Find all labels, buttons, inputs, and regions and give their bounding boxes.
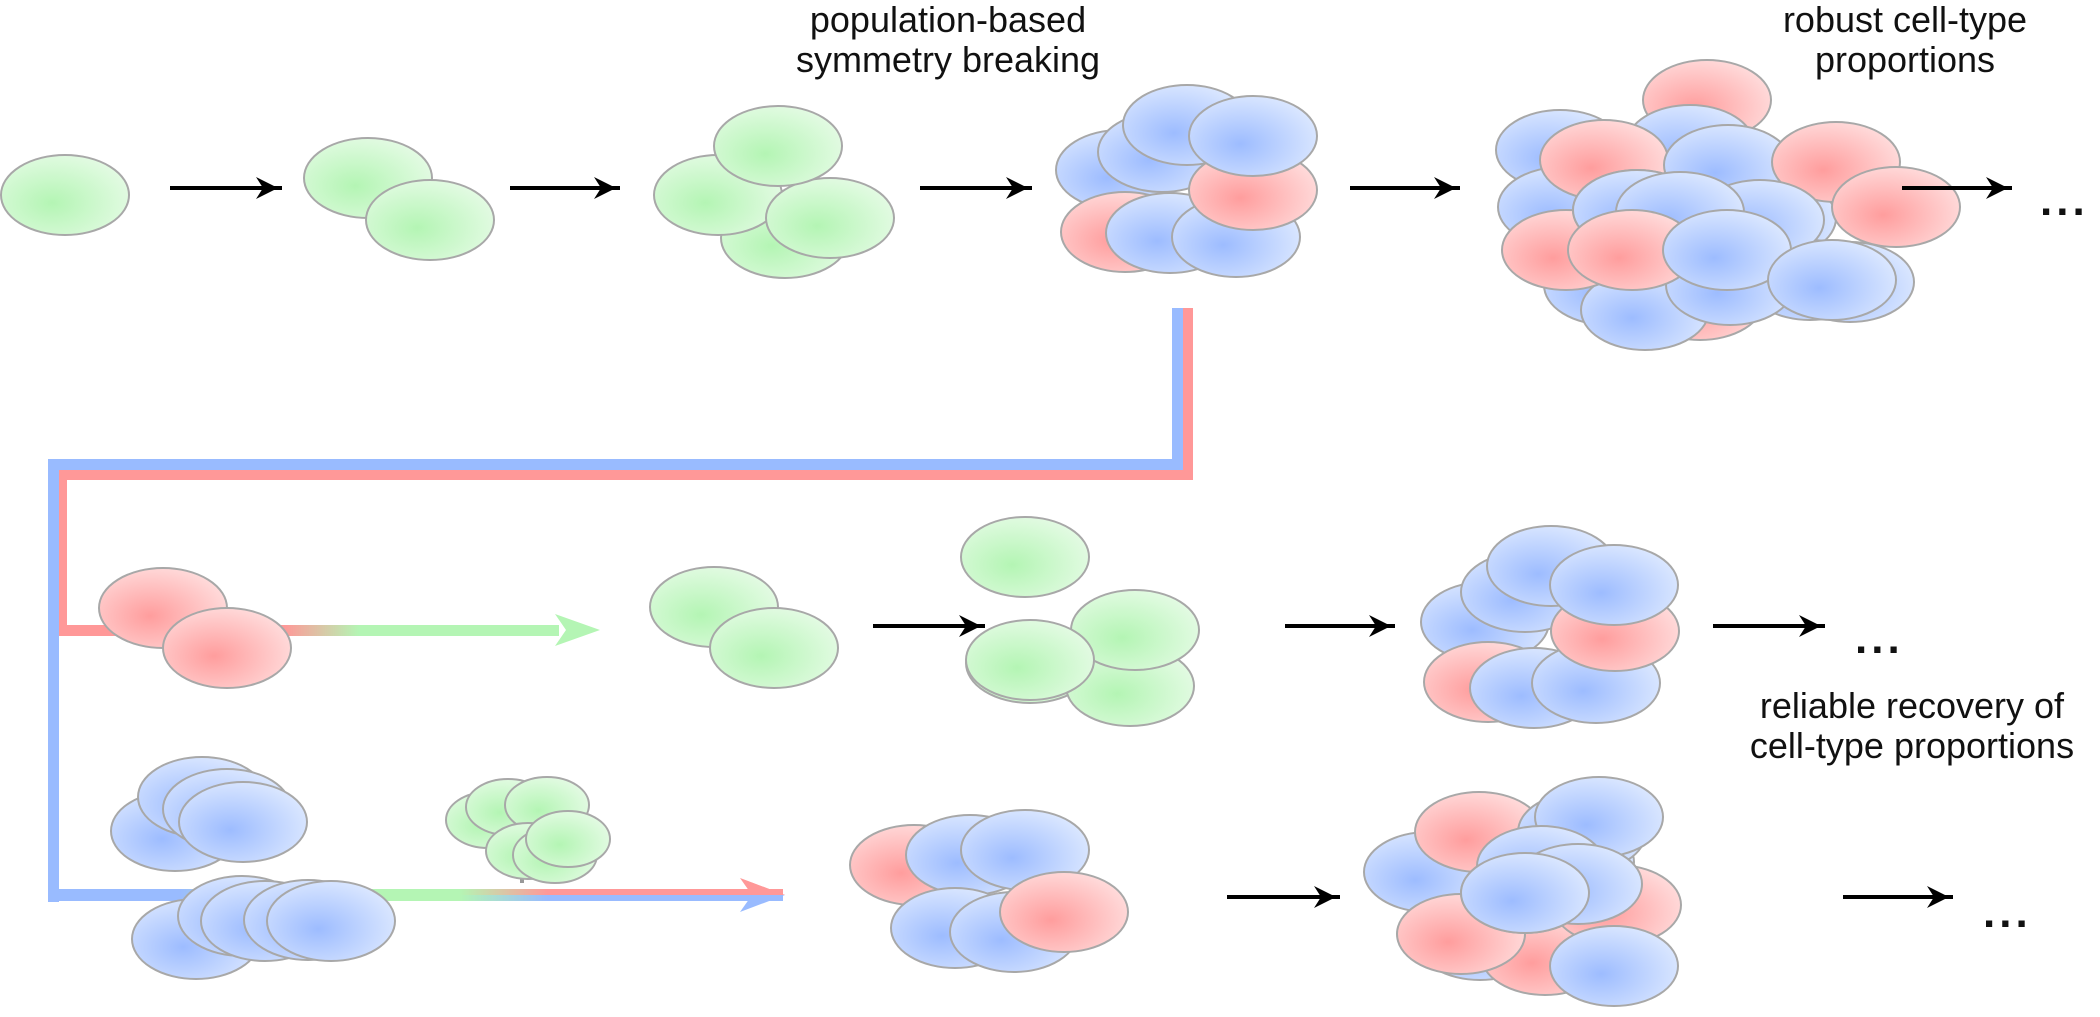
row2-stage-4-cell bbox=[960, 516, 1200, 727]
type-b-cell bbox=[1831, 166, 1961, 248]
continuation-ellipsis-row3: ... bbox=[1983, 888, 2032, 937]
type-a-cell bbox=[178, 781, 308, 863]
label-reliable-recovery-line1: reliable recovery of bbox=[1759, 685, 2065, 726]
label-reliable-recovery-line2: cell-type proportions bbox=[1749, 725, 2075, 766]
row2-stage-2-cell bbox=[649, 566, 839, 689]
stage-8-cell bbox=[1055, 84, 1318, 278]
connector-red-horizontal bbox=[58, 470, 1193, 480]
arrow-stage-4-to-8-head bbox=[1006, 177, 1028, 199]
isolated-type-b-pair bbox=[98, 567, 292, 689]
arrow-stage-8-to-16-head bbox=[1434, 177, 1456, 199]
arrow-stage-1-to-2-head bbox=[256, 177, 278, 199]
undetermined-cell bbox=[765, 177, 895, 259]
isolated-type-a-cluster bbox=[110, 756, 396, 980]
stage-1-cell bbox=[0, 154, 130, 236]
connector-blue-vertical bbox=[1172, 308, 1183, 470]
lineage-connector bbox=[48, 308, 1193, 902]
type-a-cell bbox=[1188, 95, 1318, 177]
connector-red-left bbox=[59, 470, 67, 633]
connector-red-vertical bbox=[1183, 308, 1193, 480]
undetermined-cell bbox=[0, 154, 130, 236]
stage-4-cell bbox=[653, 105, 895, 279]
stage-16-cell-front bbox=[1567, 171, 1897, 321]
label-symmetry-breaking: population-based symmetry breaking bbox=[748, 0, 1148, 80]
arrow-row3-6-to-13-head bbox=[1314, 886, 1336, 908]
continuation-ellipsis-row1: ... bbox=[2040, 176, 2089, 225]
type-a-transition-arrow bbox=[48, 858, 785, 912]
label-symmetry-breaking-line1: population-based bbox=[809, 0, 1087, 40]
undetermined-cell bbox=[965, 619, 1095, 701]
row2-stage-8-cell bbox=[1420, 525, 1680, 729]
arrow-stage-2-to-4-head bbox=[594, 177, 616, 199]
stage-2-cell bbox=[303, 137, 495, 261]
type-b-cell bbox=[162, 607, 292, 689]
transient-undetermined-cluster bbox=[445, 776, 611, 884]
connector-blue-horizontal bbox=[48, 459, 1183, 470]
undetermined-cell bbox=[709, 607, 839, 689]
label-robust-proportions: robust cell-type proportions bbox=[1705, 0, 2100, 80]
type-a-cell bbox=[1549, 544, 1679, 626]
label-robust-proportions-line2: proportions bbox=[1814, 39, 1996, 80]
arrow-row3-13-to-next-head bbox=[1927, 886, 1949, 908]
row3-stage-13-cell bbox=[1363, 776, 1682, 1007]
undetermined-cell bbox=[365, 179, 495, 261]
arrow-row2-4-to-8-head bbox=[1369, 615, 1391, 637]
type-a-cell bbox=[1549, 925, 1679, 1007]
type-a-cell bbox=[1767, 239, 1897, 321]
undetermined-cell bbox=[960, 516, 1090, 598]
arrow-row2-8-to-next-head bbox=[1799, 615, 1821, 637]
label-robust-proportions-line1: robust cell-type bbox=[1782, 0, 2028, 40]
connector-blue-left bbox=[48, 459, 59, 902]
arrow-stage-16-to-next-head bbox=[1986, 177, 2008, 199]
row3-stage-6-cell bbox=[849, 809, 1129, 973]
type-a-cell bbox=[266, 880, 396, 962]
label-symmetry-breaking-line2: symmetry breaking bbox=[795, 39, 1101, 80]
type-b-transition-arrow bbox=[59, 614, 600, 646]
arrow-row2-2-to-4-head bbox=[959, 615, 981, 637]
undetermined-cell bbox=[525, 810, 611, 868]
undetermined-cell bbox=[713, 105, 843, 187]
label-reliable-recovery: reliable recovery of cell-type proportio… bbox=[1712, 686, 2100, 766]
type-a-cell bbox=[1460, 852, 1590, 934]
type-b-cell bbox=[999, 871, 1129, 953]
continuation-ellipsis-row2: ... bbox=[1855, 614, 1904, 663]
